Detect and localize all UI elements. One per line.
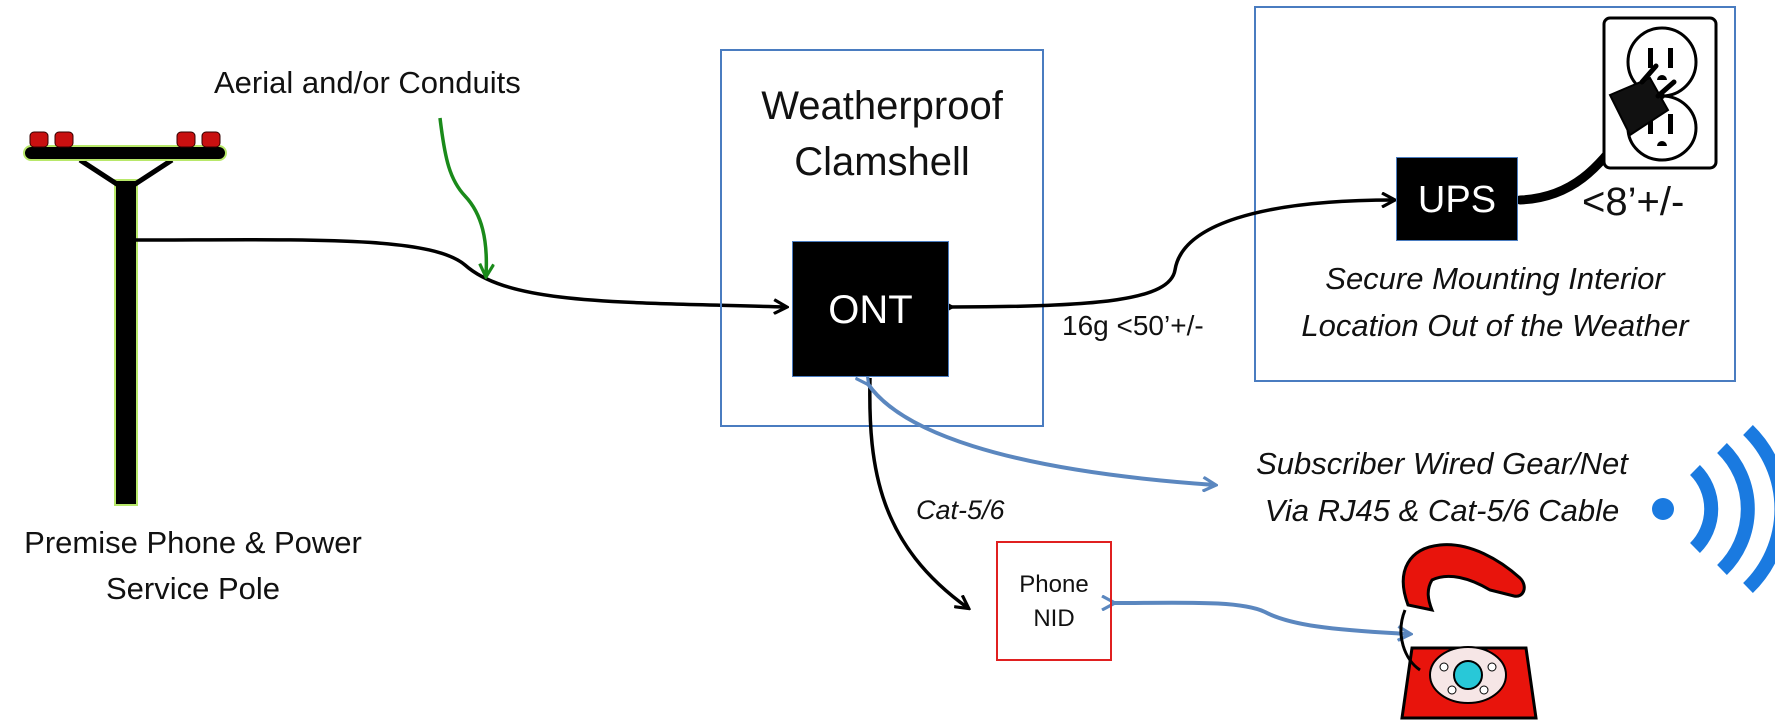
clamshell-label-line2: Clamshell [794, 140, 970, 184]
nid-label-line2: NID [1033, 605, 1075, 632]
clamshell-label-line1: Weatherproof [761, 84, 1003, 128]
utility-pole-icon [23, 131, 227, 506]
cat-cable-label: Cat-5/6 [916, 495, 1005, 525]
aerial-pointer-arrow [438, 117, 486, 276]
subscriber-label: Subscriber Wired Gear/Net Via RJ45 & Cat… [1232, 440, 1652, 534]
ont-nid-cable [868, 377, 968, 608]
nid-phone-link [1114, 603, 1410, 634]
ont-ups-cable [951, 200, 1394, 307]
power-plug-icon [1608, 63, 1677, 137]
telephone-icon [1399, 543, 1538, 720]
clamshell-label: Weatherproof Clamshell [721, 78, 1043, 190]
interior-location-label: Secure Mounting Interior Location Out of… [1255, 255, 1735, 349]
power-cable-label: 16g <50’+/- [1062, 310, 1204, 341]
ont-subscriber-link [868, 384, 1215, 485]
ups-box: UPS [1396, 157, 1518, 241]
nid-label-line1: Phone [1019, 571, 1089, 598]
pole-label-line2: Service Pole [105, 571, 281, 606]
pole-label-line1: Premise Phone & Power [24, 525, 362, 560]
subscriber-label-line1: Subscriber Wired Gear/Net [1256, 446, 1628, 481]
wifi-signal-icon [1652, 424, 1775, 594]
pole-label: Premise Phone & Power Service Pole [0, 520, 386, 612]
ont-box: ONT [792, 241, 949, 377]
pole-ont-cable [130, 240, 786, 307]
aerial-label: Aerial and/or Conduits [214, 65, 521, 100]
ups-cord-length-label: <8’+/- [1582, 180, 1685, 224]
interior-label-line1: Secure Mounting Interior [1325, 261, 1665, 296]
interior-label-line2: Location Out of the Weather [1301, 308, 1689, 343]
subscriber-label-line2: Via RJ45 & Cat-5/6 Cable [1264, 493, 1620, 528]
phone-nid-box: Phone NID [996, 541, 1112, 661]
